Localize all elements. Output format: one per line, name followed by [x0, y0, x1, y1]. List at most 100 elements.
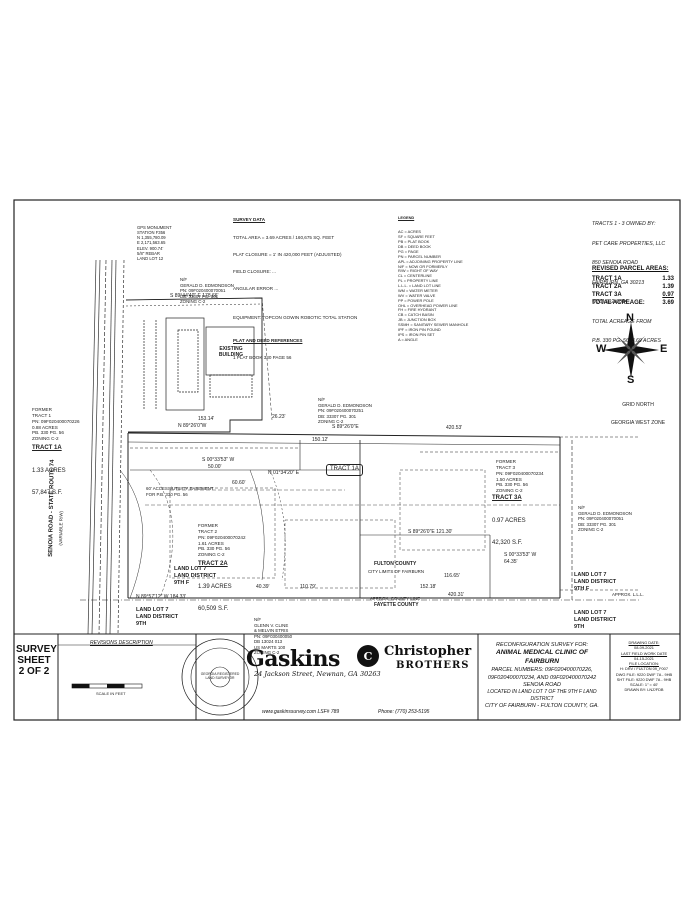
drawing-text: DB 13024 013: [254, 639, 283, 644]
survey-data-line: ANGULAR ERROR ...: [233, 286, 279, 292]
legend-item: APL = ADJOINING PROPERTY LINE: [398, 258, 463, 264]
drawing-text: STATION F356: [137, 229, 166, 235]
drawing-text: DB: 33307 PG. 301: [180, 293, 219, 299]
compass-caption: GRID NORTH GEORGIA WEST ZONE: [611, 389, 665, 433]
drawing-text: 0.97: [662, 292, 674, 299]
drawing-text: DB: 33307 PG. 301: [318, 413, 357, 419]
compass-n: N: [626, 312, 634, 324]
drawing-text: ZONING C-2: [578, 527, 604, 532]
bearing-152: 152.18': [420, 584, 437, 590]
bearing-w: N 89°26'0"W: [178, 423, 207, 429]
tract-center-label: TRACT 1A: [326, 464, 363, 476]
drawing-text: N/F: [578, 505, 586, 510]
fayette-label: FAYETTE COUNTY: [374, 602, 419, 608]
county-line-label: APPROX. COUNTY LINE: [370, 596, 421, 601]
north-boundary: [125, 297, 263, 307]
drawing-text: N/F: [254, 617, 262, 622]
company-brothers: BROTHERS: [396, 660, 470, 671]
drawing-text: TRACT 3A: [492, 495, 522, 501]
drawing-text: PN: 09F030400050: [254, 633, 293, 639]
scale-bar: [71, 683, 143, 689]
access-easement: [119, 469, 286, 599]
drawing-text: TOTAL ACREAGE:: [592, 300, 645, 307]
bearing-420-top: 420.53': [446, 425, 463, 431]
drawing-text: 1.39: [662, 284, 674, 291]
drawing-text: PN: 09F020400070051: [578, 516, 624, 521]
drawing-text: FORMER: [32, 407, 52, 413]
seal-text: GEORGIA REGISTERED LAND SURVEYOR: [200, 672, 240, 681]
drawing-text: TRACT 3: [496, 465, 516, 471]
drawing-text: LAST FIELD WORK DATE: [620, 650, 668, 656]
legend-item: SSMH = SANITARY SEWER MANHOLE: [398, 322, 469, 327]
company-website: www.gaskinssurvey.com LSF# 789: [262, 709, 340, 715]
fulton-label: FULTON COUNTY: [374, 561, 417, 567]
legend-item: CL = CENTERLINE: [398, 273, 432, 279]
bearing-64: 64.35': [504, 559, 518, 565]
drawing-text: 1.50 ACRES: [496, 476, 522, 482]
drawing-text: H: DRV / FULTON 09_F007: [619, 666, 668, 672]
area-row: TOTAL ACREAGE:3.69: [592, 299, 674, 307]
land-lot-right: LAND LOT 7 LAND DISTRICT 9TH F: [574, 572, 617, 592]
plat-ref-title: PLAT AND DEED REFERENCES: [233, 338, 303, 344]
senoia-road: [87, 259, 125, 635]
drawing-text: 1.39 ACRES: [198, 583, 232, 590]
drawing-text: PB. 330 PG. 56: [32, 430, 64, 436]
drawing-text: GPS MONUMENT: [137, 224, 172, 230]
survey-data-title: SURVEY DATA: [233, 217, 266, 223]
revised-areas-title: REVISED PARCEL AREAS:: [592, 266, 669, 272]
compass-s: S: [627, 374, 635, 386]
drawing-text: FORMER: [496, 459, 516, 465]
drawing-text: E 2,171,563.65: [137, 240, 166, 246]
road-sub-label: (VARIABLE R/W): [52, 511, 64, 548]
drawing-text: ZONING C-2: [32, 436, 59, 442]
drawing-text: DWG FILE: 9220 DWF 7A - 9HB: [615, 671, 673, 677]
legend-item: FH = FIRE HYDRANT: [398, 307, 437, 313]
city-limits-label: CITY LIMITS OF FAIRBURN: [368, 569, 425, 574]
legend-item: SF = SQUARE FEET: [398, 234, 435, 240]
drawing-text: N/F: [318, 397, 326, 402]
area-row: TRACT 2A 1.39: [592, 283, 674, 291]
owner-line: PET CARE PROPERTIES, LLC: [592, 240, 666, 247]
drawing-text: TRACT 2: [198, 529, 218, 535]
tract-1a-label: TRACT 1A 1.33 ACRES 57,847 S.F.: [32, 430, 66, 505]
bearing-420-bottom: 420.31': [448, 592, 465, 598]
owner-line: 850 SENOIA ROAD: [592, 260, 638, 266]
compass-e: E: [660, 343, 668, 355]
legend-item: CB = CATCH BASIN: [398, 312, 434, 318]
existing-building: [143, 317, 255, 411]
bearing-north: S 89°44'40" E 178.66': [170, 293, 219, 299]
drawing-text: PN: 09F020400070242: [198, 534, 246, 540]
bearing-n01: N 01°34'20" E: [268, 470, 300, 476]
drawing-text: PB. 330 PG. 56: [198, 546, 230, 552]
compass-rose: [603, 322, 659, 378]
drawing-text: LOCATED IN LAND LOT 7 OF THE 9TH F LAND …: [487, 689, 597, 703]
drawing-text: N/F: [180, 277, 188, 282]
legend-item: PN = PARCEL NUMBER: [398, 253, 441, 259]
drawing-text: TRACT 2A: [592, 284, 622, 291]
surveyor-seal: [181, 638, 259, 716]
drawing-text: ZONING C-2: [180, 299, 206, 304]
bearing-121: S 89°26'0"E 121.30': [408, 529, 453, 535]
drawing-text: 57,847 S.F.: [32, 490, 63, 496]
drawing-text: 0.88 ACRES: [32, 424, 58, 430]
legend-item: IPF = IRON PIN FOUND: [398, 326, 441, 332]
drawing-text: ANIMAL MEDICAL CLINIC OF FAIRBURN: [495, 649, 589, 666]
drawing-text: GERALD D. EDMONDSON: [578, 510, 632, 516]
legend-item: R/W = RIGHT OF WAY: [398, 268, 439, 274]
drawing-text: 1.33: [662, 276, 674, 283]
drawing-text: PN: 09F020400070251: [318, 408, 364, 413]
drawing-text: ZONING C-2: [318, 419, 344, 424]
owner-line: P.B. 330 PG. 56: 3.69 ACRES: [592, 338, 661, 344]
bearing-26: 26.23': [272, 414, 286, 420]
drawing-text: LAND LOT 12: [137, 256, 164, 261]
compass-w: W: [596, 343, 607, 355]
legend-item: IPS = IRON PIN SET: [398, 331, 435, 337]
access-easement-label: 60' ACCESS/UTILITY EASEMENT FOR P.B. 330…: [146, 486, 214, 497]
drawing-text: PARCEL NUMBERS: 09F020400070226,: [491, 667, 593, 674]
